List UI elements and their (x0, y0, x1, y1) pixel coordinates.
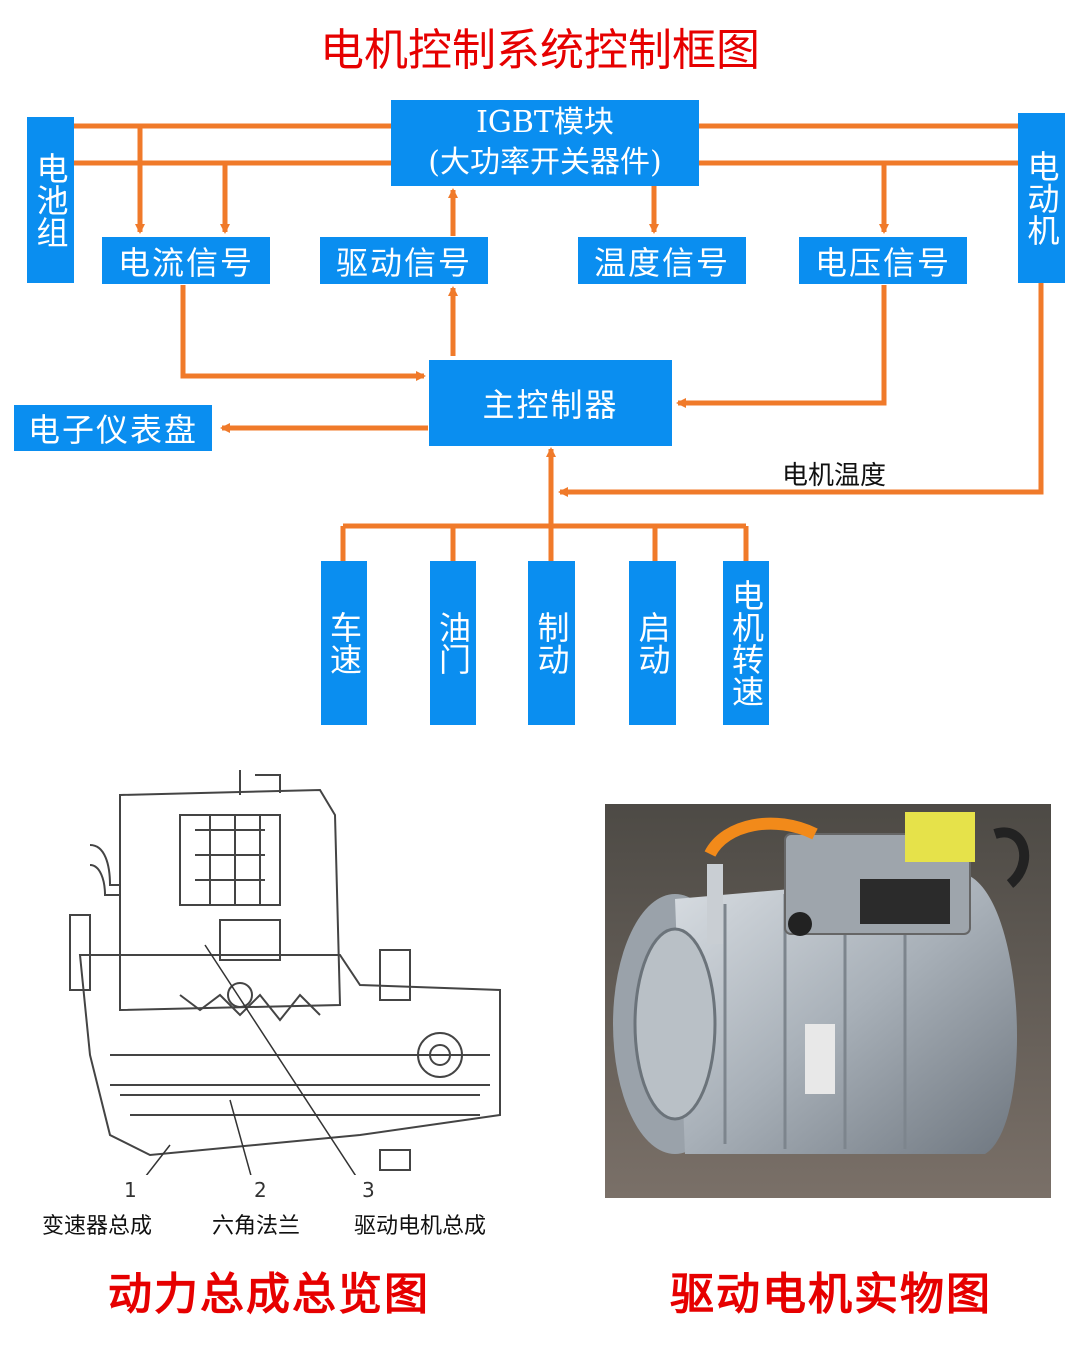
dashboard-box: 电子仪表盘 (14, 405, 212, 451)
throttle-box: 油门 (430, 561, 476, 725)
temperature-signal-box: 温度信号 (578, 237, 746, 284)
page-title: 电机控制系统控制框图 (320, 25, 760, 76)
igbt-module-box: IGBT模块 (大功率开关器件) (391, 100, 699, 186)
powertrain-drawing (69, 770, 501, 1175)
powertrain-caption: 动力总成总览图 (108, 1269, 430, 1320)
igbt-title: IGBT模块 (476, 105, 614, 140)
brake-box: 制动 (528, 561, 575, 725)
callout-transmission: 变速器总成 (42, 1214, 153, 1239)
motor-box: 电动机 (1018, 113, 1065, 283)
callout-drive-motor: 驱动电机总成 (354, 1214, 487, 1239)
current-signal-box: 电流信号 (102, 237, 270, 284)
voltage-signal-box: 电压信号 (799, 237, 967, 284)
main-controller-box: 主控制器 (429, 360, 672, 446)
drive-motor-photo (605, 804, 1051, 1198)
drive-signal-box: 驱动信号 (320, 237, 488, 284)
vehicle-speed-box: 车速 (321, 561, 367, 725)
connection-wires (74, 123, 1044, 563)
callout-hex-flange: 六角法兰 (212, 1214, 301, 1239)
start-box: 启动 (629, 561, 676, 725)
battery-pack-box: 电池组 (27, 117, 74, 283)
motor-photo-caption: 驱动电机实物图 (670, 1269, 992, 1320)
motor-temperature-label: 电机温度 (782, 461, 887, 491)
callout-number-3: 3 (362, 1178, 375, 1202)
motor-speed-box: 电机转速 (723, 561, 769, 725)
callout-number-2: 2 (254, 1178, 267, 1202)
callout-number-1: 1 (124, 1178, 137, 1202)
igbt-subtitle: (大功率开关器件) (428, 145, 662, 180)
